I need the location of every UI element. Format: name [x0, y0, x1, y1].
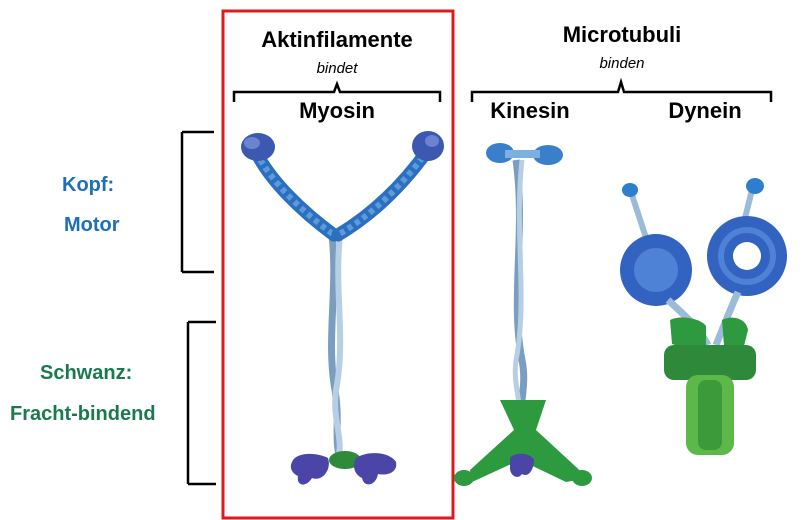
myosin-binds-label: bindet	[316, 60, 358, 77]
head-bracket	[180, 130, 214, 274]
actin-filament-label: Aktinfilamente	[261, 27, 413, 52]
myosin-highlight-box	[221, 9, 455, 520]
tail-label: Schwanz:	[40, 362, 133, 384]
microtubule-binds-label: binden	[599, 55, 645, 72]
tail-sub-label: Fracht-bindend	[10, 403, 156, 425]
myosin-head-right	[412, 131, 444, 161]
myosin-label: Myosin	[299, 98, 375, 123]
tail-bracket	[186, 320, 216, 486]
myosin-structure	[241, 131, 444, 485]
dynein-tail	[670, 317, 706, 350]
dynein-tip-right	[746, 178, 764, 194]
dynein-label: Dynein	[668, 98, 742, 123]
kinesin-head-right	[533, 145, 563, 165]
kinesin-structure	[454, 143, 592, 486]
head-sub-label: Motor	[64, 214, 120, 236]
dynein-tip-left	[622, 183, 638, 197]
kinesin-tail	[470, 400, 588, 482]
myosin-brace	[232, 80, 442, 102]
kinesin-label: Kinesin	[490, 98, 570, 123]
microtubule-label: Microtubuli	[562, 22, 682, 47]
myosin-cargo-left	[290, 453, 329, 485]
microtubule-brace	[470, 77, 773, 102]
myosin-cargo-right	[354, 453, 397, 485]
dynein-structure	[620, 178, 787, 455]
head-label: Kopf:	[62, 174, 115, 196]
